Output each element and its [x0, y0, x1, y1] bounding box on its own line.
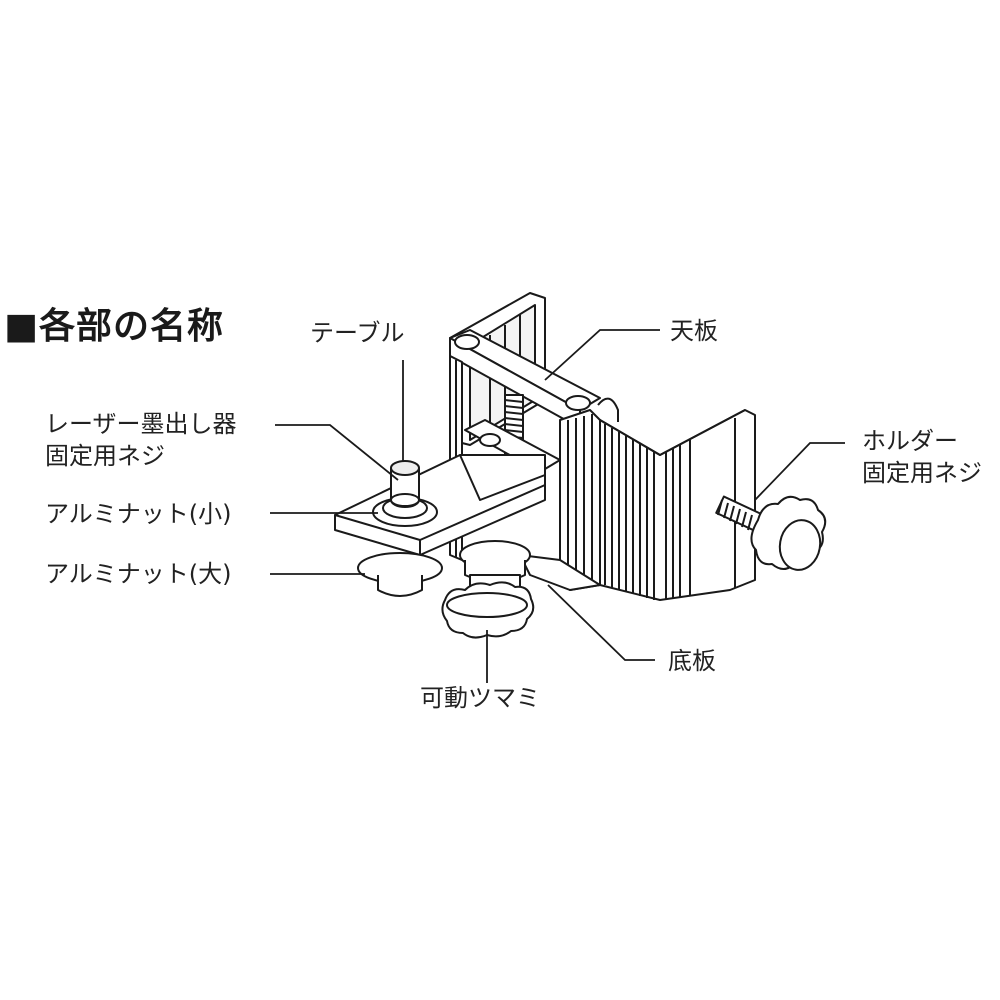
section-title: ■各部の名称 — [4, 305, 224, 349]
label-alu-nut-large: アルミナット(大) — [45, 560, 232, 588]
table-plate — [334, 454, 546, 556]
holder-fixing-screw — [715, 495, 827, 571]
label-bottom-plate: 底板 — [668, 647, 716, 675]
leader-holder-screw — [754, 442, 845, 501]
v-holder — [597, 397, 756, 601]
movable-knob — [441, 540, 535, 639]
square-bullet-icon: ■ — [4, 306, 40, 347]
label-holder-screw-line1: ホルダー — [862, 427, 958, 455]
label-table: テーブル — [310, 319, 405, 347]
label-laser-screw-line2: 固定用ネジ — [45, 442, 165, 470]
label-movable-knob: 可動ツマミ — [420, 684, 540, 712]
label-alu-nut-small: アルミナット(小) — [45, 500, 232, 528]
label-holder-screw-line2: 固定用ネジ — [862, 459, 982, 487]
leader-laser-screw — [275, 424, 399, 481]
top-plate — [449, 329, 601, 429]
leader-top-plate — [544, 329, 660, 381]
section-title-text: 各部の名称 — [39, 306, 225, 347]
label-laser-screw-line1: レーザー墨出し器 — [45, 410, 237, 438]
label-top-plate: 天板 — [670, 317, 718, 345]
leader-bottom-plate — [547, 584, 655, 661]
alu-nut-large — [357, 552, 443, 597]
laser-fixing-screw — [372, 460, 438, 527]
